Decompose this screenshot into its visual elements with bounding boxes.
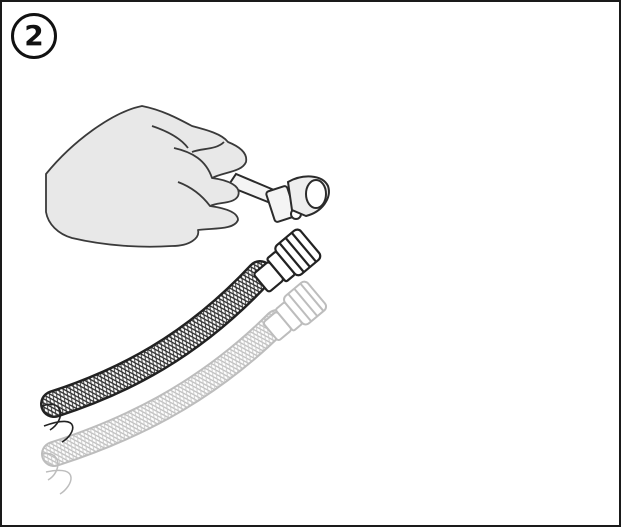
wrench-icon xyxy=(228,174,329,223)
hand-icon xyxy=(46,106,246,247)
